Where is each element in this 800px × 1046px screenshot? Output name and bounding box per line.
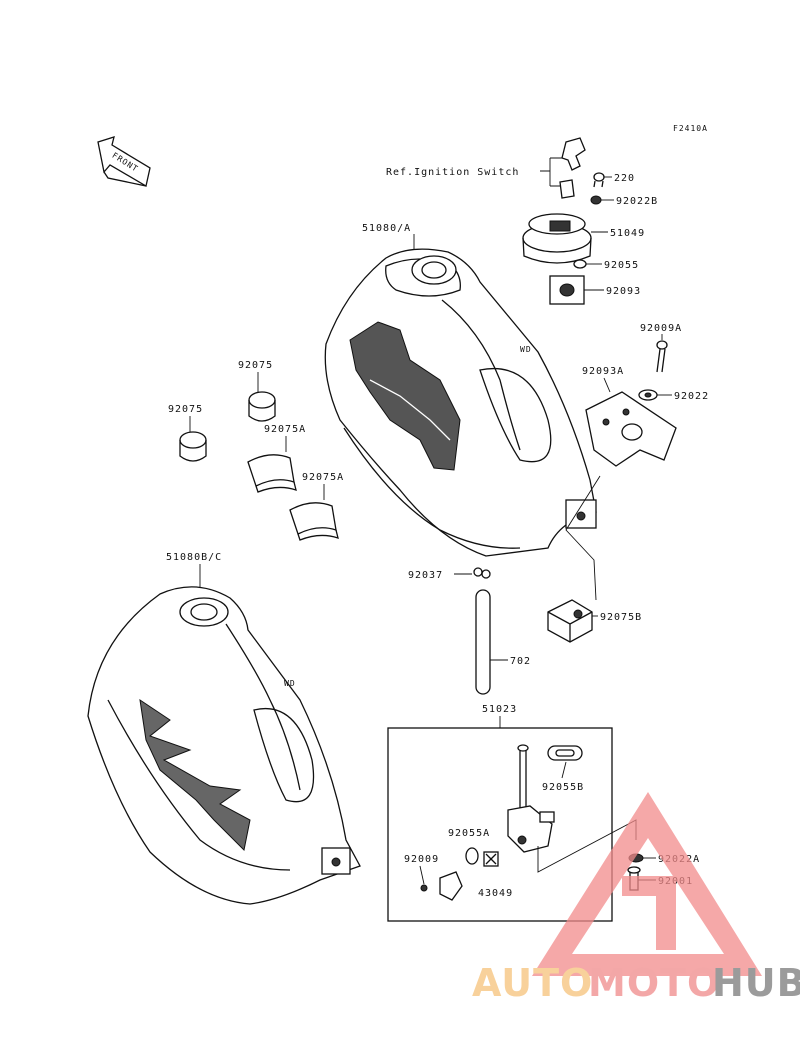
watermark-hub: HUB (712, 961, 800, 1005)
oring-92055-icon (573, 259, 587, 269)
figure-code: F2410A (673, 124, 708, 133)
watermark-moto: MOTO (588, 961, 720, 1005)
cushion-92075b-icon (547, 599, 593, 643)
fuel-tank-lower-icon (87, 586, 361, 905)
label-92055a: 92055A (448, 828, 490, 839)
label-92075-left: 92075 (168, 404, 203, 415)
fuel-tank-upper-icon (324, 248, 597, 557)
cushion-92075a-upper-icon (247, 454, 297, 493)
wd-marker-bottom: WD (284, 679, 296, 688)
fuel-tap-group-box (387, 727, 613, 922)
label-51080bc: 51080B/C (166, 552, 222, 563)
washer-92022b-icon (590, 195, 602, 205)
label-51023: 51023 (482, 704, 517, 715)
ignition-key-icon (559, 137, 586, 199)
fuel-cap-51049-icon (522, 213, 592, 264)
label-220: 220 (614, 173, 635, 184)
clip-92037-icon (473, 567, 491, 579)
automotohub-watermark: AUTO MOTO HUB (472, 792, 800, 1005)
label-92093a: 92093A (582, 366, 624, 377)
label-92022b: 92022B (616, 196, 658, 207)
cushion-92075a-lower-icon (289, 502, 339, 541)
label-92075a-lower: 92075A (302, 472, 344, 483)
label-92022: 92022 (674, 391, 709, 402)
bolt-92009a-icon (656, 340, 668, 373)
label-92075b: 92075B (600, 612, 642, 623)
washer-92022-icon (638, 389, 658, 401)
label-92037: 92037 (408, 570, 443, 581)
bracket-92009-icon (420, 871, 463, 901)
bracket-92093a-icon (585, 391, 677, 467)
front-arrow-icon: FRONT (97, 136, 151, 188)
oring-92055a-icon (465, 847, 479, 865)
cushion-92075-left-icon (179, 431, 207, 462)
fuel-hose-702-icon (475, 589, 491, 695)
watermark-triangle-icon (532, 792, 762, 976)
label-92075a-upper: 92075A (264, 424, 306, 435)
label-51080a: 51080/A (362, 223, 411, 234)
gasket-92055b-icon (547, 745, 583, 761)
label-702: 702 (510, 656, 531, 667)
label-92009: 92009 (404, 854, 439, 865)
label-92093: 92093 (606, 286, 641, 297)
label-92055: 92055 (604, 260, 639, 271)
cushion-92075-upper-icon (248, 391, 276, 422)
label-43049: 43049 (478, 888, 513, 899)
label-92075-upper: 92075 (238, 360, 273, 371)
fuel-tap-51023-icon (507, 744, 555, 853)
label-92055b: 92055B (542, 782, 584, 793)
watermark-auto: AUTO (472, 961, 593, 1005)
label-92009a: 92009A (640, 323, 682, 334)
label-51049: 51049 (610, 228, 645, 239)
filter-43049-icon (483, 851, 499, 867)
gasket-92093-icon (549, 275, 585, 305)
wd-marker-top: WD (520, 345, 532, 354)
ref-ignition-switch-note: Ref.Ignition Switch (386, 167, 519, 178)
screw-220-icon (593, 172, 605, 188)
